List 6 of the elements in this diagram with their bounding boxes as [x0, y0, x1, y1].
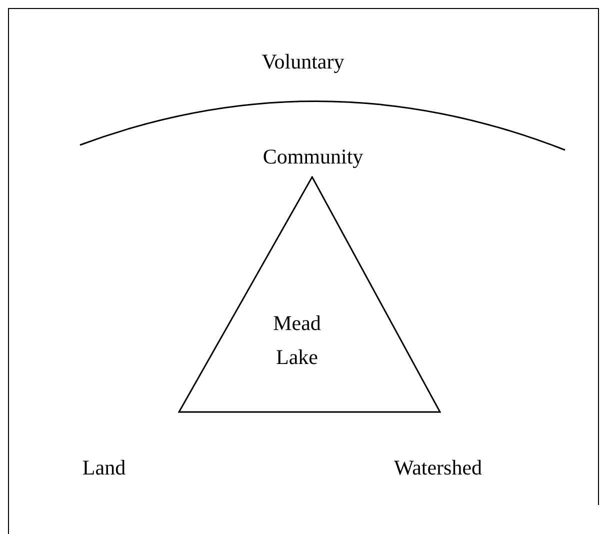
triangle-shape [178, 176, 441, 413]
label-text: Land [82, 456, 126, 480]
node-text: Mead Lake [272, 310, 322, 371]
label-text: Watershed [394, 456, 482, 480]
label-text: Voluntary [262, 50, 344, 74]
label-text: Community [262, 144, 364, 170]
